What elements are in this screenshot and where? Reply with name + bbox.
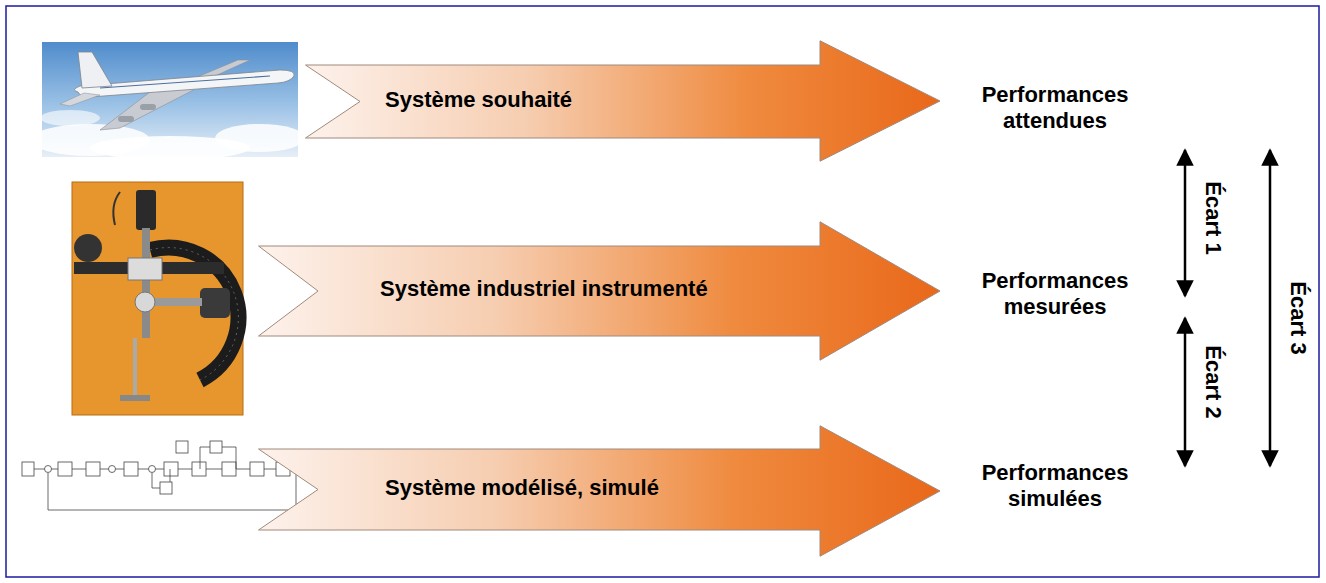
engine	[140, 104, 156, 110]
sensor	[74, 234, 102, 262]
gap-label: Écart 2	[1200, 345, 1226, 418]
block-diagram-thumbnail	[22, 441, 296, 510]
stabilizer	[60, 93, 100, 106]
vertical-rod	[142, 228, 150, 338]
process-arrow: Système souhaité	[305, 40, 941, 162]
block	[250, 462, 264, 476]
weight	[200, 288, 230, 318]
sum-point	[109, 466, 116, 473]
screw	[133, 338, 137, 400]
performance-label: Performances simulées	[970, 460, 1140, 512]
screw-head	[120, 395, 150, 401]
photo-border	[72, 182, 243, 415]
sum-point	[149, 466, 156, 473]
block	[160, 482, 172, 494]
gap-label: Écart 3	[1285, 281, 1311, 354]
double-arrow	[1184, 318, 1187, 466]
sum-point	[45, 466, 52, 473]
photo-ground	[72, 182, 243, 415]
arrow-outline	[259, 426, 941, 556]
block	[192, 462, 206, 476]
double-arrow	[1184, 150, 1187, 296]
performance-label: Performances attendues	[970, 82, 1140, 134]
process-arrow: Système modélisé, simulé	[258, 425, 941, 557]
clamp	[128, 258, 162, 280]
tail-fin	[78, 52, 112, 88]
block	[58, 462, 72, 476]
block	[124, 462, 138, 476]
cloud	[40, 110, 100, 126]
cloud	[215, 124, 305, 152]
instrumented-system-photo	[72, 182, 243, 415]
arrow-text: Système souhaité	[385, 87, 572, 113]
block	[22, 462, 34, 476]
arrow-outline	[259, 222, 941, 360]
rod	[150, 298, 202, 306]
block	[210, 441, 222, 453]
cable	[113, 192, 120, 225]
gap-label: Écart 1	[1200, 181, 1226, 254]
block	[86, 462, 100, 476]
pivot	[135, 292, 155, 312]
gap-arrows	[1185, 150, 1270, 466]
engine	[118, 116, 134, 122]
block	[176, 441, 188, 453]
block	[164, 462, 178, 476]
feedback-line	[48, 469, 296, 510]
motor	[136, 190, 156, 230]
performance-label: Performances mesurées	[970, 268, 1140, 320]
window-line	[100, 76, 270, 88]
process-arrow: Système industriel instrumenté	[258, 221, 941, 361]
double-arrow	[1269, 150, 1272, 466]
frame-border	[6, 6, 1319, 577]
arrow-text: Système modélisé, simulé	[385, 475, 659, 501]
block	[222, 462, 236, 476]
arrow-outline	[306, 41, 941, 161]
arrow-text: Système industriel instrumenté	[380, 276, 708, 302]
airplane-picture	[30, 42, 305, 160]
